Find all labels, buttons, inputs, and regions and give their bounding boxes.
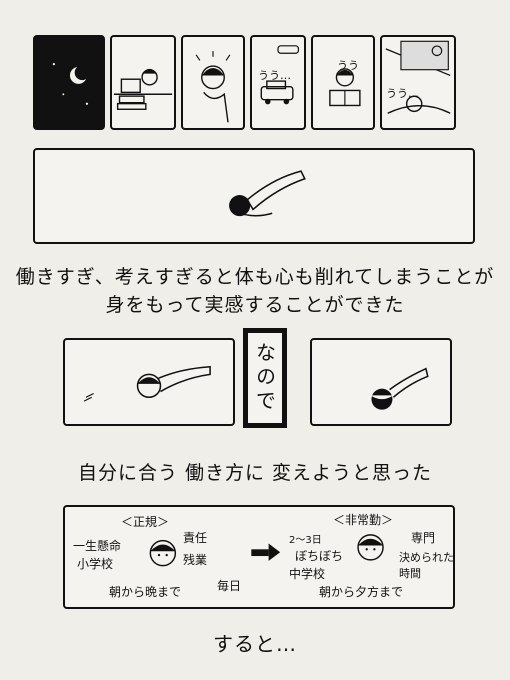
right-item: 中学校: [289, 567, 326, 581]
left-item: 朝から晩まで: [109, 585, 182, 599]
left-item: 小学校: [77, 557, 114, 571]
car-illustration: [260, 45, 300, 105]
moon-icon: [52, 62, 90, 105]
face-left-icon: [149, 534, 384, 567]
desk-illustration: [113, 68, 173, 110]
footer-text: すると…: [213, 632, 297, 656]
panel-night: [33, 35, 105, 130]
sound-text: うう…: [386, 87, 419, 100]
right-item: 2〜3日: [289, 535, 322, 546]
panel-teaching: [181, 35, 245, 130]
lying-down-illustration: [370, 367, 429, 410]
panel-lying-down: [310, 338, 452, 426]
caption-line-1: 働きすぎ、考えすぎると体も心も削れてしまうことが: [15, 266, 495, 288]
right-title: ＜非常勤＞: [333, 513, 394, 527]
reading-illustration: [329, 68, 361, 107]
nanode-box: なので: [243, 328, 287, 428]
teacher-illustration: [195, 51, 231, 123]
panel-car: うう…: [250, 35, 306, 130]
right-item: 専門: [411, 531, 436, 545]
left-item: 責任: [183, 531, 208, 545]
panel-reading: うう: [311, 35, 375, 130]
panel-lying-awake: [63, 338, 235, 426]
sleeping-illustration: [385, 40, 451, 114]
comparison-box: ＜正規＞ 一生懸命 小学校 責任 残業 朝から晩まで 毎日 ＜非常勤＞ 2〜3日…: [63, 505, 455, 609]
lying-awake-illustration: [83, 365, 211, 402]
caption-line-3: 自分に合う 働き方に 変えようと思った: [77, 462, 433, 484]
sound-text: うう: [337, 59, 359, 72]
right-item: 決められた時間: [399, 551, 454, 580]
lying-person-illustration: [229, 170, 306, 217]
caption-line-2: 身をもって実感することができた: [105, 294, 405, 316]
right-item: 朝から夕方まで: [319, 585, 404, 599]
left-item: 毎日: [217, 579, 242, 593]
arrow-right-icon: [251, 543, 281, 561]
left-item: 残業: [183, 553, 208, 567]
right-item: ぼちぼち: [295, 549, 344, 563]
panel-sleeping: うう…: [380, 35, 456, 130]
panel-desk-work: [110, 35, 176, 130]
left-title: ＜正規＞: [121, 515, 170, 529]
panel-collapsed-wide: [33, 148, 475, 244]
nanode-text: なので: [252, 342, 277, 414]
sound-text: うう…: [258, 69, 291, 82]
left-item: 一生懸命: [73, 539, 122, 553]
